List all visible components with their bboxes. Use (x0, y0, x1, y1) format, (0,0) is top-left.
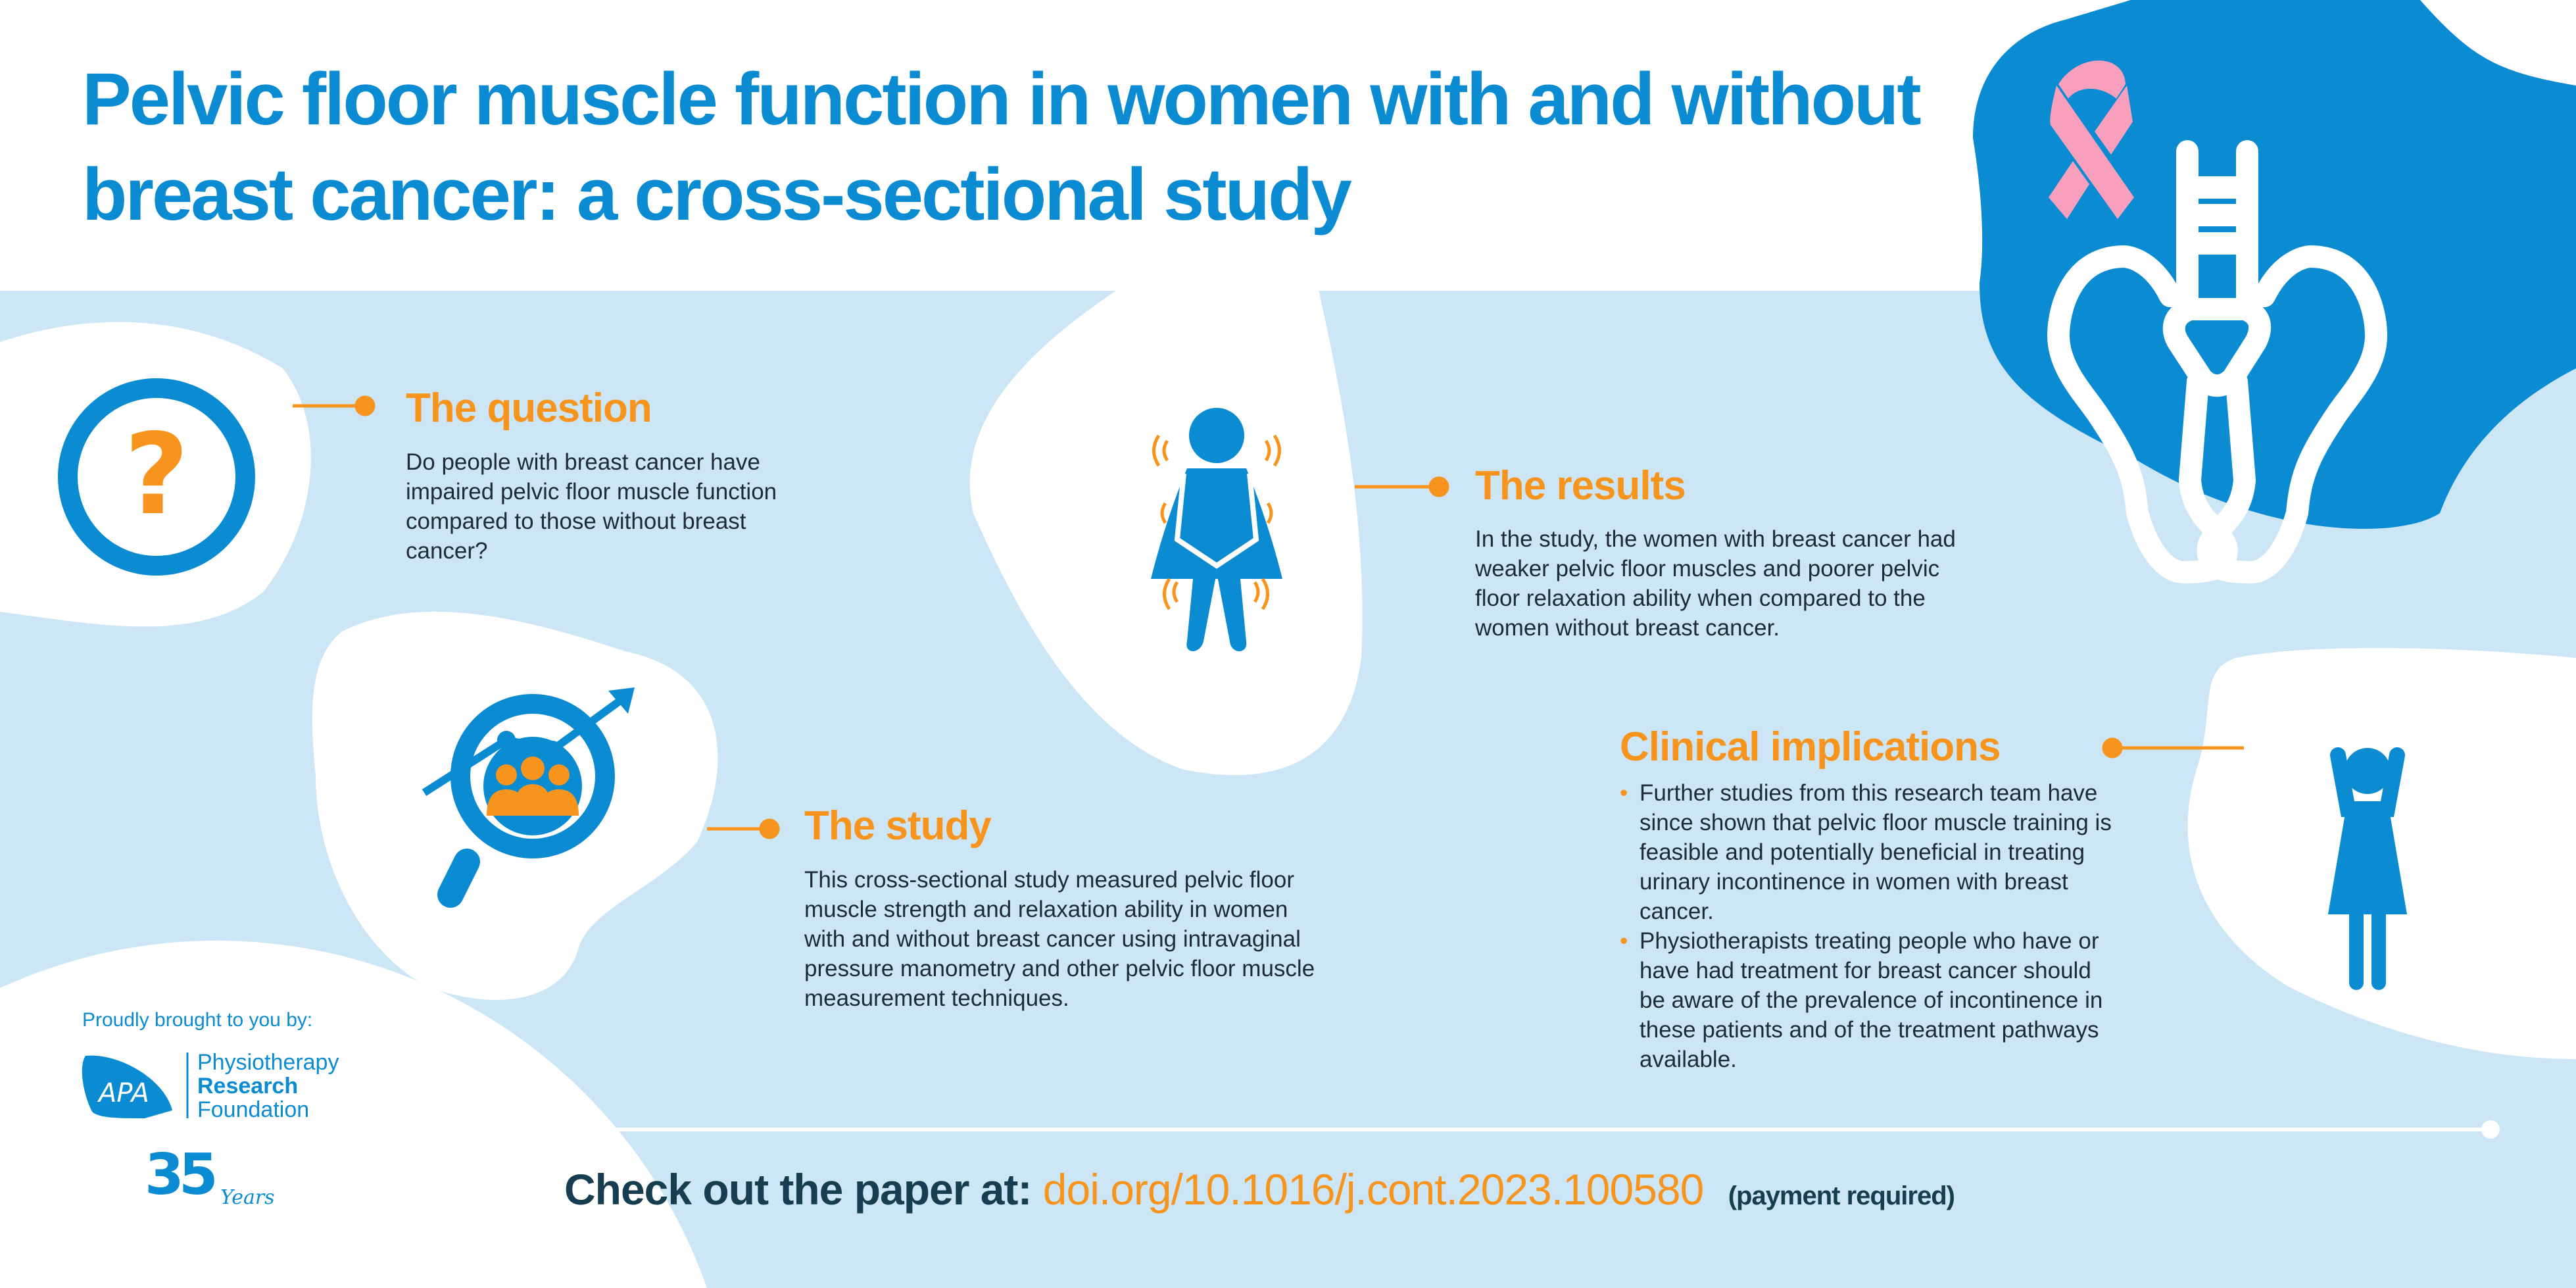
clinical-bullet: Further studies from this research team … (1620, 778, 2120, 926)
breast-cancer-ribbon-icon (2049, 61, 2134, 219)
svg-text:?: ? (124, 410, 189, 540)
clinical-heading: Clinical implications (1620, 724, 2001, 770)
results-body: In the study, the women with breast canc… (1475, 526, 1956, 641)
cta-prefix: Check out the paper at: (564, 1165, 1032, 1214)
doi-link[interactable]: doi.org/10.1016/j.cont.2023.100580 (1042, 1165, 1705, 1214)
woman-holding-bladder-icon (1151, 408, 1282, 651)
payment-note: (payment required) (1728, 1181, 1955, 1210)
question-heading: The question (406, 385, 652, 431)
org-name: Physiotherapy Research Foundation (197, 1051, 339, 1122)
magnifier-group-chart-icon (422, 687, 635, 908)
apa-logo: APA (82, 1053, 189, 1118)
connector-lines (293, 395, 2244, 839)
question-mark-icon: ? (58, 378, 255, 576)
woman-arms-raised-icon (2328, 747, 2407, 990)
question-body: Do people with breast cancer have impair… (406, 449, 777, 564)
anniversary-logo: 35 Years (145, 1142, 275, 1209)
clinical-bullet: Physiotherapists treating people who hav… (1620, 926, 2120, 1074)
paper-cta: Check out the paper at: doi.org/10.1016/… (564, 1164, 1955, 1221)
results-heading: The results (1475, 463, 1686, 508)
page-title: Pelvic floor muscle function in women wi… (82, 58, 1922, 235)
svg-text:35: 35 (145, 1142, 214, 1208)
svg-text:Years: Years (220, 1186, 275, 1209)
org-line1: Physiotherapy (197, 1050, 339, 1075)
org-line3: Foundation (197, 1097, 310, 1122)
apa-logo-text: APA (97, 1078, 149, 1108)
footer-blob (0, 940, 707, 1288)
org-line2: Research (197, 1074, 299, 1099)
pelvis-icon (2047, 140, 2387, 583)
brought-by-label: Proudly brought to you by: (82, 1009, 313, 1031)
clinical-bullets: Further studies from this research team … (1620, 778, 2120, 1074)
study-body: This cross-sectional study measured pelv… (804, 867, 1315, 1011)
study-heading: The study (804, 803, 992, 849)
